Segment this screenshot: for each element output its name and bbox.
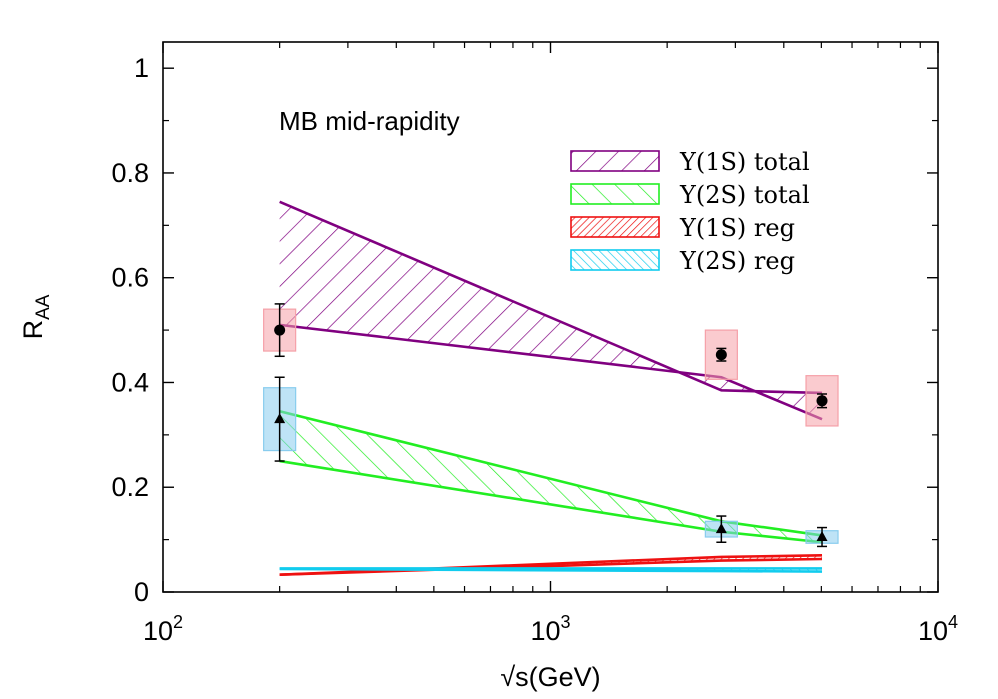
x-tick-label: 104 [918, 612, 958, 646]
legend-item: Υ(2S) reg [570, 247, 795, 275]
y-tick-label: 0.6 [111, 263, 149, 293]
legend-label: Υ(1S) reg [679, 214, 795, 242]
legend-label: Υ(2S) total [679, 181, 810, 209]
series-4-lower-line [279, 567, 823, 573]
series-1-upper-line [279, 200, 823, 395]
y-tick-label: 1 [134, 53, 149, 83]
y-axis-label: RAA [18, 294, 54, 339]
ticks-layer: 0 0.2 0.4 0.6 0.8 1 102 103 104 [111, 42, 958, 646]
series-2-band [279, 411, 823, 543]
legend-swatch [570, 150, 660, 172]
legend-item: Υ(1S) total [570, 148, 810, 176]
x-tick-label: 103 [530, 612, 570, 646]
datapoint-1-1-marker [274, 324, 286, 336]
y-tick-label: 0 [134, 577, 149, 607]
series-1-band [279, 201, 823, 420]
legend-label: Υ(1S) total [679, 148, 810, 176]
datapoint-2-1-marker [274, 413, 286, 424]
y-tick-label: 0.8 [111, 158, 149, 188]
datapoint-2-2-marker [715, 523, 727, 534]
datapoint-2-3-marker [816, 531, 828, 541]
legend-label: Υ(2S) reg [679, 247, 795, 275]
x-tick-label: 102 [143, 612, 183, 646]
legend-item: Υ(1S) reg [570, 214, 795, 242]
data-points-layer [263, 303, 839, 548]
y-tick-label: 0.2 [111, 472, 149, 502]
datapoint-1-2-marker [715, 349, 727, 361]
annotation-text: MB mid-rapidity [279, 106, 460, 136]
datapoint-1-3-marker [816, 395, 828, 407]
legend-swatch [570, 183, 660, 205]
x-axis-label: √s(GeV) [500, 662, 600, 692]
y-axis-label-main: R [18, 320, 48, 340]
legend-swatch [570, 249, 660, 271]
legend-swatch [570, 216, 660, 238]
y-tick-label: 0.4 [111, 367, 149, 397]
y-axis-label-sub: AA [33, 294, 54, 320]
legend-item: Υ(2S) total [570, 181, 810, 209]
